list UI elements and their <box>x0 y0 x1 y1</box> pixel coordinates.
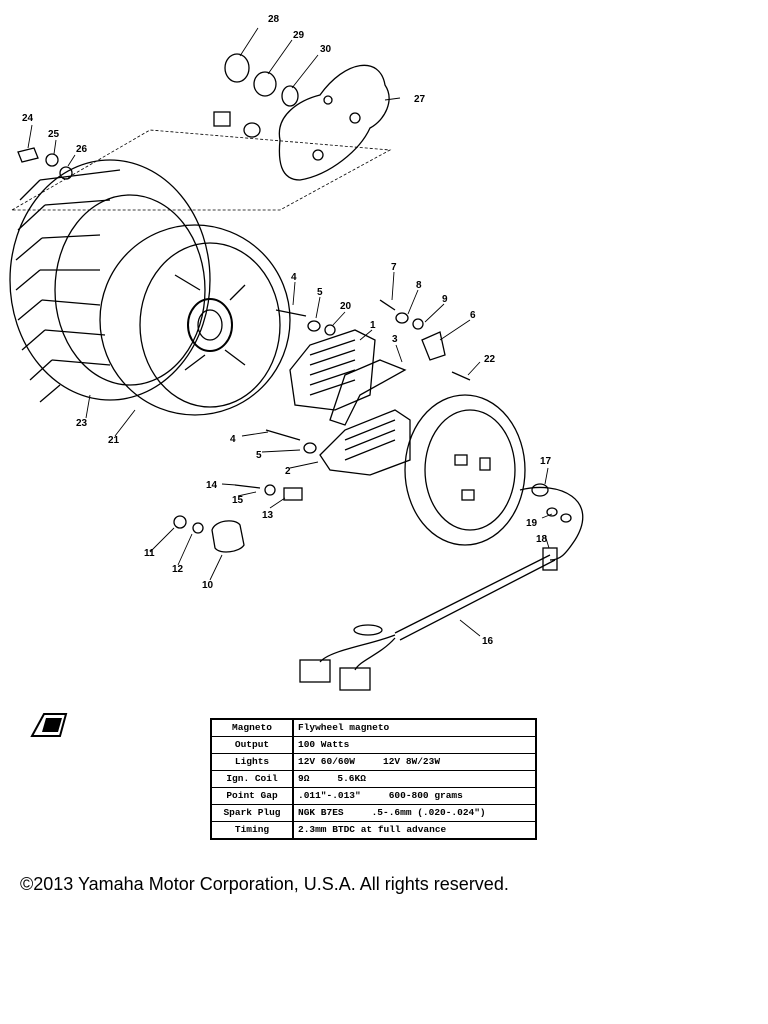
callout-11: 11 <box>144 548 155 559</box>
callout-30: 30 <box>320 44 332 55</box>
flywheel-fan <box>9 159 211 403</box>
callout-23: 23 <box>76 418 88 429</box>
spec-label: Output <box>210 736 294 754</box>
spec-value: 2.3mm BTDC at full advance <box>298 824 447 835</box>
spec-label: Ign. Coil <box>210 770 294 788</box>
callout-13: 13 <box>262 510 274 521</box>
spec-label: Magneto <box>210 718 294 737</box>
spec-value-secondary: 5.6KΩ <box>337 773 366 784</box>
specification-table: Magneto Flywheel magneto Output 100 Watt… <box>210 718 537 840</box>
copyright-notice: ©2013 Yamaha Motor Corporation, U.S.A. A… <box>20 874 509 894</box>
callout-9: 9 <box>442 294 448 305</box>
callout-12: 12 <box>172 564 184 575</box>
callout-15: 15 <box>232 495 244 506</box>
table-row: Lights 12V 60/60W 12V 8W/23W <box>210 753 537 771</box>
table-row: Output 100 Watts <box>210 736 537 754</box>
table-row: Spark Plug NGK B7ES .5-.6mm (.020-.024") <box>210 804 537 822</box>
hardware-small <box>17 53 572 571</box>
stator-plate <box>404 394 526 546</box>
coil-upper <box>289 329 376 411</box>
callout-22: 22 <box>484 354 496 365</box>
callout-29: 29 <box>293 30 305 41</box>
spec-value: NGK B7ES <box>298 807 344 818</box>
plate-27 <box>278 64 390 181</box>
callout-1: 1 <box>370 320 376 331</box>
spec-value: 12V 60/60W <box>298 756 356 767</box>
table-row: Timing 2.3mm BTDC at full advance <box>210 821 537 840</box>
callout-3: 3 <box>392 334 398 345</box>
reference-mark-icon <box>30 713 68 737</box>
spec-label: Lights <box>210 753 294 771</box>
callout-14: 14 <box>206 480 218 491</box>
callout-7: 7 <box>391 262 397 273</box>
callout-2: 2 <box>285 466 291 477</box>
callout-18: 18 <box>536 534 548 545</box>
callout-4-upper: 4 <box>291 272 297 283</box>
table-row: Point Gap .011"-.013" 600-800 grams <box>210 787 537 805</box>
coil-lower <box>319 409 411 476</box>
spec-value-secondary: 12V 8W/23W <box>383 756 441 767</box>
spec-value: 9Ω <box>298 773 310 784</box>
callout-17: 17 <box>540 456 552 467</box>
callout-4-lower: 4 <box>230 434 236 445</box>
rotor <box>99 224 291 416</box>
callout-5-lower: 5 <box>256 450 262 461</box>
spec-value-secondary: 600-800 grams <box>388 790 463 801</box>
callout-20: 20 <box>340 301 352 312</box>
spec-value-secondary: .5-.6mm (.020-.024") <box>371 807 486 818</box>
callout-27: 27 <box>414 94 426 105</box>
callout-28: 28 <box>268 14 280 25</box>
callout-21: 21 <box>108 435 120 446</box>
callout-24: 24 <box>22 113 34 124</box>
callout-25: 25 <box>48 129 60 140</box>
spec-label: Point Gap <box>210 787 294 805</box>
callout-10: 10 <box>202 580 214 591</box>
spec-value: 100 Watts <box>298 739 350 750</box>
callout-8: 8 <box>416 280 422 291</box>
callout-16: 16 <box>482 636 494 647</box>
breaker-arm <box>329 359 407 426</box>
table-row: Ign. Coil 9Ω 5.6KΩ <box>210 770 537 788</box>
spec-value: .011"-.013" <box>298 790 361 801</box>
spec-value: Flywheel magneto <box>298 722 390 733</box>
callout-26: 26 <box>76 144 88 155</box>
table-row: Magneto Flywheel magneto <box>210 718 537 737</box>
spec-label: Timing <box>210 821 294 840</box>
lead-wire <box>299 486 584 691</box>
callout-6: 6 <box>470 310 476 321</box>
spec-label: Spark Plug <box>210 804 294 822</box>
callout-19: 19 <box>526 518 538 529</box>
callout-5-upper: 5 <box>317 287 323 298</box>
magneto-exploded-diagram: 28 29 30 27 24 25 26 4 5 20 1 7 8 9 6 3 … <box>9 14 584 691</box>
